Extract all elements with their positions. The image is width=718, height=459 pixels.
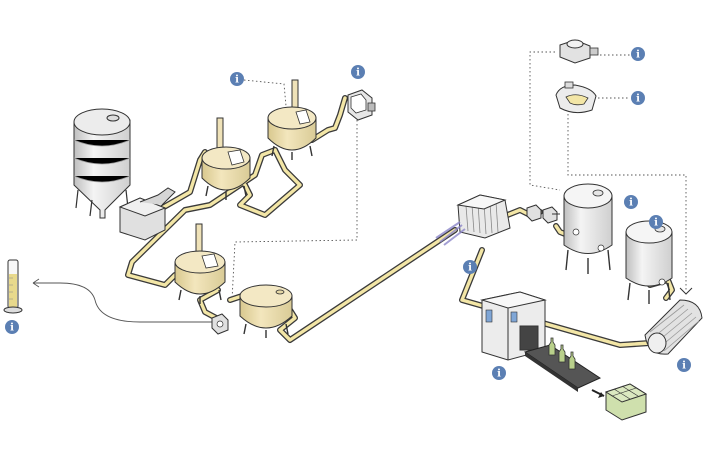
- pipe-network: [125, 95, 675, 348]
- info-pasteurizer[interactable]: i: [677, 358, 691, 372]
- sample-arrowhead: [32, 278, 40, 288]
- grain-mill[interactable]: [118, 187, 176, 241]
- info-glyph: i: [636, 94, 640, 105]
- info-flow-meter-bottom[interactable]: i: [631, 91, 645, 105]
- info-icon: [463, 260, 477, 274]
- info-icon: [230, 72, 244, 86]
- info-flow-meter-top[interactable]: i: [631, 47, 645, 61]
- info-glyph: i: [682, 361, 686, 372]
- info-glyph: i: [10, 323, 14, 334]
- info-fermenter[interactable]: i: [649, 215, 663, 229]
- info-icon: [649, 215, 663, 229]
- info-hydrometer[interactable]: i: [5, 320, 19, 334]
- lauter-tun[interactable]: [267, 79, 317, 160]
- conveyor-belt[interactable]: [523, 344, 602, 392]
- flow-meter-bottom[interactable]: [555, 81, 597, 114]
- info-badges: i i i i i i i i i i: [5, 47, 691, 380]
- info-icon: [492, 366, 506, 380]
- plate-filter[interactable]: [435, 194, 511, 246]
- fermenter[interactable]: [563, 183, 613, 274]
- sample-arrow: [33, 282, 215, 323]
- whirlpool[interactable]: [239, 284, 293, 338]
- info-bottling[interactable]: i: [492, 366, 506, 380]
- info-glyph: i: [356, 68, 360, 79]
- bottling-machine[interactable]: [480, 291, 547, 361]
- info-icon: [624, 195, 638, 209]
- info-filter[interactable]: i: [463, 260, 477, 274]
- info-glyph: i: [235, 75, 239, 86]
- info-sensor-top[interactable]: i: [351, 65, 365, 79]
- info-icon: [631, 91, 645, 105]
- grain-silo[interactable]: [73, 108, 131, 219]
- info-glyph: i: [629, 198, 633, 209]
- transfer-valves[interactable]: [526, 204, 560, 224]
- info-bright-tank[interactable]: i: [624, 195, 638, 209]
- info-icon: [677, 358, 691, 372]
- wort-kettle[interactable]: [174, 223, 226, 304]
- pasteurizer[interactable]: [644, 287, 703, 355]
- info-glyph: i: [497, 369, 501, 380]
- info-glyph: i: [468, 263, 472, 274]
- bottle-crate[interactable]: [604, 383, 648, 421]
- info-icon: [351, 65, 365, 79]
- hydrometer[interactable]: [3, 259, 23, 314]
- info-icon: [631, 47, 645, 61]
- info-glyph: i: [654, 218, 658, 229]
- mash-tun[interactable]: [201, 117, 251, 200]
- flow-meter-top[interactable]: [559, 39, 599, 64]
- info-icon: [5, 320, 19, 334]
- bright-beer-tank[interactable]: [625, 220, 673, 304]
- flow-meter-inline[interactable]: [211, 313, 229, 335]
- bottles: [548, 337, 576, 370]
- info-glyph: i: [636, 50, 640, 61]
- signal-connectors: [231, 51, 687, 301]
- temperature-sensor[interactable]: [347, 89, 376, 121]
- info-mash-tun[interactable]: i: [230, 72, 244, 86]
